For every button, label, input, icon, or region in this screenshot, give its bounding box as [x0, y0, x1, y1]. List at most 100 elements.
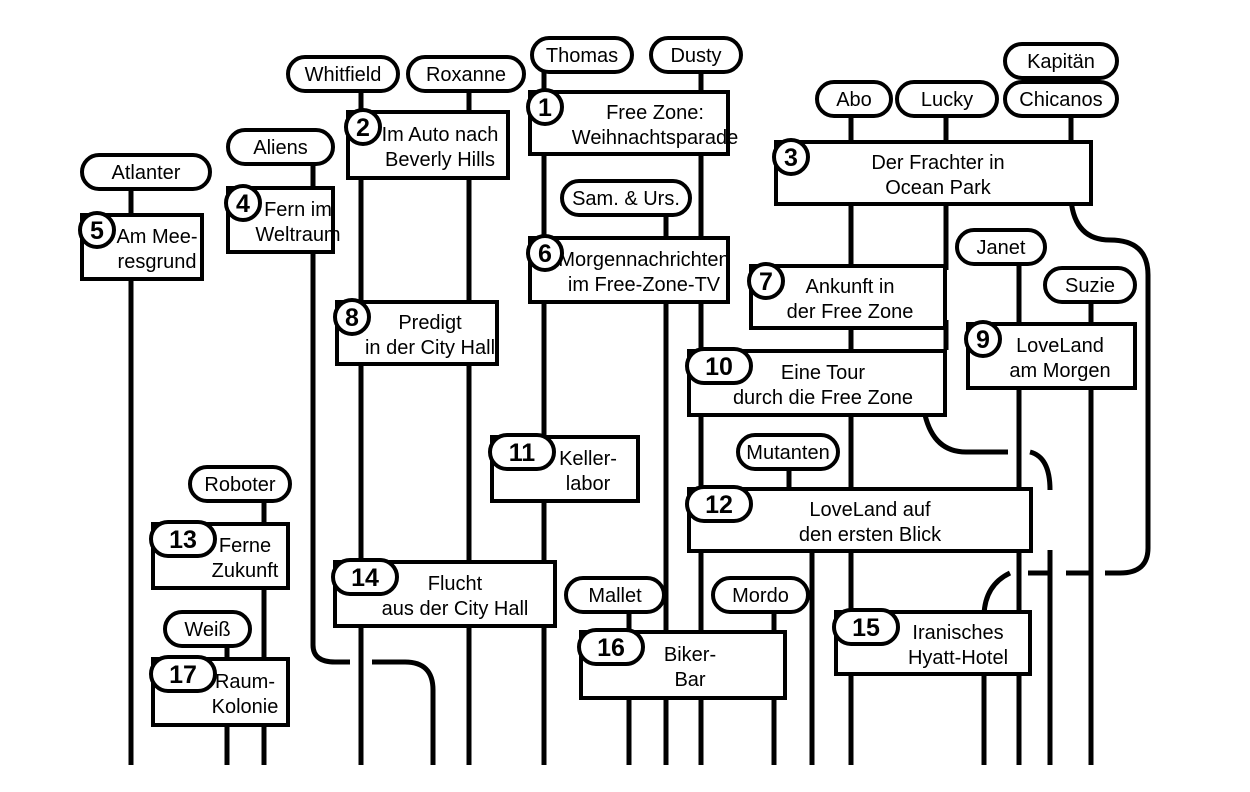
character-pill [895, 80, 999, 118]
character-label: Aliens [253, 137, 307, 159]
scene-number: 1 [538, 94, 552, 122]
scene-number-badge [78, 211, 116, 249]
character-suzie: Suzie [1043, 266, 1137, 304]
scene-box [346, 110, 510, 180]
scene-title-line: Raum- [215, 671, 275, 693]
scene-title-line: Zukunft [212, 560, 279, 582]
scene-title-line: Ocean Park [885, 177, 992, 199]
storylines [128, 70, 1151, 765]
character-pill [560, 179, 692, 217]
scene-title-line: LoveLand auf [809, 499, 931, 521]
storyline-aliens-weltraum [310, 162, 350, 665]
scene-number-badge [488, 433, 556, 471]
character-weiss: Weiß [163, 610, 252, 648]
character-kapitan: Kapitän [1003, 42, 1119, 80]
scene-number: 16 [597, 634, 625, 662]
scene-title-line: Morgennachrichten [558, 249, 729, 271]
scene-title-line: Im Auto nach [382, 124, 499, 146]
scene-number: 5 [90, 217, 104, 245]
character-lucky: Lucky [895, 80, 999, 118]
character-label: Thomas [546, 45, 618, 67]
scene-number-badge [685, 485, 753, 523]
scene-number: 13 [169, 526, 197, 554]
scene-title-line: aus der City Hall [382, 598, 529, 620]
scene-title-line: am Morgen [1009, 360, 1110, 382]
character-pill [711, 576, 810, 614]
scene-number-badge [772, 138, 810, 176]
scene-title-line: durch die Free Zone [733, 387, 913, 409]
scene-title-line: Der Frachter in [871, 152, 1004, 174]
character-pill [736, 433, 840, 471]
character-pill [815, 80, 893, 118]
scene-number-badge [526, 234, 564, 272]
scene-number: 15 [852, 614, 880, 642]
scene-number-badge [333, 298, 371, 336]
character-pill [406, 55, 526, 93]
scene-title-line: Ankunft in [806, 276, 895, 298]
scene-number: 2 [356, 114, 370, 142]
scene-title-line: Biker- [664, 644, 716, 666]
character-pill [188, 465, 292, 503]
character-roxanne: Roxanne [406, 55, 526, 93]
scene-number: 11 [509, 439, 536, 467]
character-label: Lucky [921, 89, 973, 111]
scene-number-badge [832, 608, 900, 646]
scene-title-line: Iranisches [912, 622, 1003, 644]
character-label: Weiß [184, 619, 230, 641]
character-mordo: Mordo [711, 576, 810, 614]
character-janet: Janet [955, 228, 1047, 266]
scene-16: Biker- Bar 16 [577, 628, 787, 700]
character-whitfield: Whitfield [286, 55, 400, 93]
scene-title-line: Bar [674, 669, 705, 691]
character-label: Janet [977, 237, 1026, 259]
scene-number: 9 [976, 326, 990, 354]
character-sam-urs: Sam. & Urs. [560, 179, 692, 217]
character-label: Sam. & Urs. [572, 188, 680, 210]
character-abo: Abo [815, 80, 893, 118]
character-pill [163, 610, 252, 648]
character-label: Kapitän [1027, 51, 1095, 73]
scene-number: 3 [784, 144, 798, 172]
character-dusty: Dusty [649, 36, 743, 74]
scene-title-line: Beverly Hills [385, 149, 495, 171]
scene-number-badge [149, 655, 217, 693]
storyline-chicanos-2 [981, 570, 1012, 616]
scene-number: 8 [345, 304, 359, 332]
scene-number-badge [149, 520, 217, 558]
scene-number: 4 [236, 190, 250, 218]
scene-title-line: Fern im [264, 199, 332, 221]
scene-title-line: Flucht [428, 573, 483, 595]
character-label: Chicanos [1019, 89, 1102, 111]
character-label: Abo [836, 89, 872, 111]
character-pill [286, 55, 400, 93]
scene-number-badge [747, 262, 785, 300]
character-pill [1043, 266, 1137, 304]
scene-number: 17 [169, 661, 197, 689]
scene-number-badge [344, 108, 382, 146]
scene-title-line: Am Mee- [116, 226, 197, 248]
scene-title-line: Free Zone: [606, 102, 704, 124]
scene-number: 12 [705, 491, 733, 519]
storyline-tour-branch [922, 414, 1008, 455]
scene-title-line: Keller- [559, 448, 617, 470]
character-roboter: Roboter [188, 465, 292, 503]
character-atlanter: Atlanter [80, 153, 212, 191]
character-label: Dusty [670, 45, 721, 67]
scene-number-badge [685, 347, 753, 385]
character-pill [564, 576, 666, 614]
scene-title-line: Ferne [219, 535, 271, 557]
scene-number-badge [331, 558, 399, 596]
scene-number-badge [964, 320, 1002, 358]
